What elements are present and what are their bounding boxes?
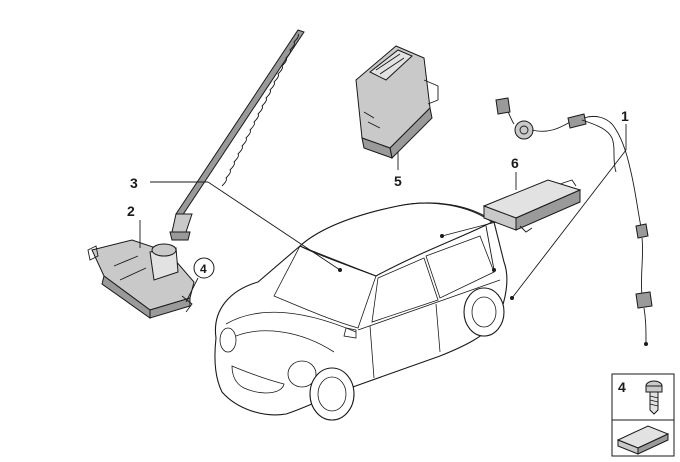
leader-lines (139, 124, 627, 303)
amplifier-icon (87, 239, 195, 319)
control-unit-icon (355, 45, 439, 160)
tuner-module-icon (482, 179, 582, 233)
car-illustration (214, 202, 508, 421)
callout-5: 5 (394, 173, 402, 189)
callout-2: 2 (127, 203, 135, 219)
callout-1: 1 (621, 108, 629, 124)
legend-item-number: 4 (618, 379, 626, 395)
callout-6: 6 (511, 155, 519, 171)
callout-4-circle (193, 257, 215, 279)
cable-harness-icon (495, 97, 653, 346)
legend-box: 4 (611, 373, 675, 457)
tool-plate-icon (616, 425, 670, 455)
callout-4: 4 (200, 262, 207, 276)
callout-3: 3 (130, 175, 138, 191)
antenna-rod-icon (169, 29, 305, 241)
screw-icon (645, 380, 663, 415)
